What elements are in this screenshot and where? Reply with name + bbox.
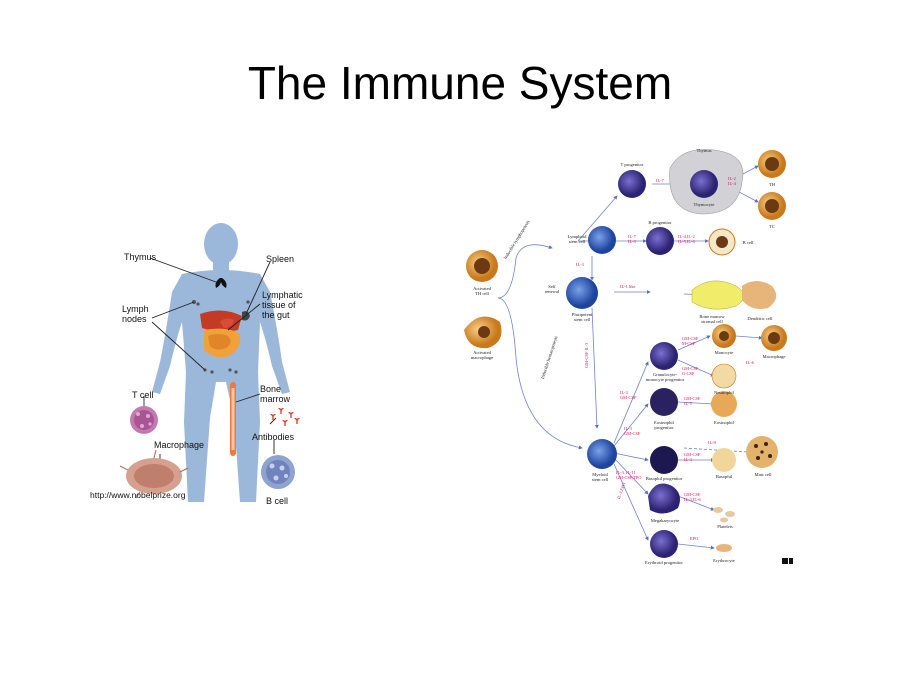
body-illustration [119,223,300,502]
b-cell-label: B cell [266,496,289,506]
cytokine-il3-gm2: IL-3 GM-CSF [624,426,641,436]
cytokine-il4-b: IL-4,IL-2 IL-5,IL-6 [678,234,695,244]
b-progenitor-label: B progenitor [648,220,672,225]
eos-progenitor-label: Eosinophil progenitor [654,420,674,430]
pluripotent-label: Pluripotent stem cell [571,312,593,322]
megakaryocyte-label: Megakaryocyte [650,518,680,523]
thymus-label-right: Thymus [696,148,712,153]
cytokine-mk: IL-3, IL-11 GM-CSF,TPO [616,470,642,480]
neutrophil-cell [711,363,737,389]
erythrocyte-cell [716,544,732,552]
platelets-label: Platelets [717,524,733,529]
source-url: http://www.nobelprize.org [90,490,186,500]
antibodies-illustration [270,408,300,426]
bone-marrow-label: Bone marrow [260,384,291,404]
neutrophil-label: Neutrophil [714,390,734,395]
activated-macrophage-label: Activated macrophage [470,350,494,360]
thymus-shape [215,278,227,288]
dendritic-cell [742,281,777,309]
cytokine-gm2: GM-CSF G-CSF [682,366,699,376]
megakaryocyte-cell [648,483,680,514]
cytokine-il7-b: IL-7 IL-3 [628,234,636,244]
cytokine-il2-t: IL-2 IL-4 [728,176,736,186]
pluripotent-stem-cell [566,277,598,309]
cytokine-gmcsf-il3: GM-CSF IL-3 [584,342,589,368]
basophil-progenitor-cell [650,446,678,474]
lymphatic-gut-label: Lymphatic tissue of the gut [262,290,303,320]
lymphoid-label: Lymphoid stem cell [567,234,587,244]
cytokine-gm-il3b: GM-CSF IL-3,IL-6 [684,492,701,502]
t-progenitor-label: T progenitor [620,162,644,167]
t-progenitor-cell [618,170,646,198]
lymphoid-stem-cell [588,226,616,254]
spleen-label: Spleen [266,254,295,264]
immune-organs-figure: Thymus Spleen Lymph nodes Lymphatic tiss… [90,222,320,512]
dendritic-label: Dendritic cell [747,316,773,321]
cytokine-il1: IL-1 like [620,284,636,289]
eosinophil-label: Eosinophil [714,420,734,425]
macrophage-label-right: Macrophage [762,354,786,359]
th-label: TH [768,182,776,187]
macrophage-label: Macrophage [154,440,205,450]
activated-th-label: Activated TH cell [473,286,491,296]
cytokine-epo: EPO [690,536,699,541]
hematopoiesis-diagram: Activated TH cell Activated macrophage S… [452,138,812,578]
erythroid-progenitor-cell [650,530,678,558]
stromal-label: Bone marrow stromal cell [699,314,725,324]
thymus-label: Thymus [124,252,157,262]
myeloid-stem-cell [587,439,617,469]
mast-cell-label: Mast cell [754,472,772,477]
self-renewal-label: Self renewal [544,284,560,294]
b-progenitor-cell [646,227,674,255]
t-cell-illustration [130,406,158,434]
basophil-label: Basophil [715,474,733,479]
myeloid-label: Myeloid stem cell [591,472,609,482]
cytokine-il7-t: IL-7 [656,178,664,183]
eosinophil-progenitor-cell [650,388,678,416]
baso-progenitor-label: Basophil progenitor [645,476,683,481]
thymocyte-cell [690,170,718,198]
basophil-cell [712,448,736,472]
lymph-nodes-label: Lymph nodes [122,304,149,324]
cytokine-gm-il3: GM-CSF IL-3 [684,452,701,462]
eosinophil-cell [711,391,737,417]
antibodies-label: Antibodies [252,432,295,442]
erythrocyte-label: Erythrocyte [713,558,735,563]
tc-label: TC [769,224,775,229]
stromal-cell [691,280,745,310]
page-title: The Immune System [247,57,673,109]
cytokine-il3-gm: IL-3 GM-CSF [620,390,637,400]
cytokine-il3: IL-3 [576,262,584,267]
erythroid-label: Erythroid progenitor [645,560,683,565]
b-cell-label-right: B cell [742,240,754,245]
t-cell-label: T cell [132,390,154,400]
cytokine-il9: IL-9 [708,440,716,445]
monocyte-label: Monocyte [714,350,734,355]
hematopoiesis-illustration [464,149,793,564]
macrophage-illustration [119,449,189,499]
cytokine-gm-il5: GM-CSF IL-5 [684,396,701,406]
b-cell-illustration [261,455,295,489]
cytokine-gm: GM-CSF M-CSF [682,336,699,346]
gm-progenitor-label: Granulocyte- monocyte progenitor [645,372,685,382]
cytokine-il6: IL-6 [746,360,754,365]
thymocyte-label: Thymocyte [693,202,715,207]
gm-progenitor-cell [650,342,678,370]
